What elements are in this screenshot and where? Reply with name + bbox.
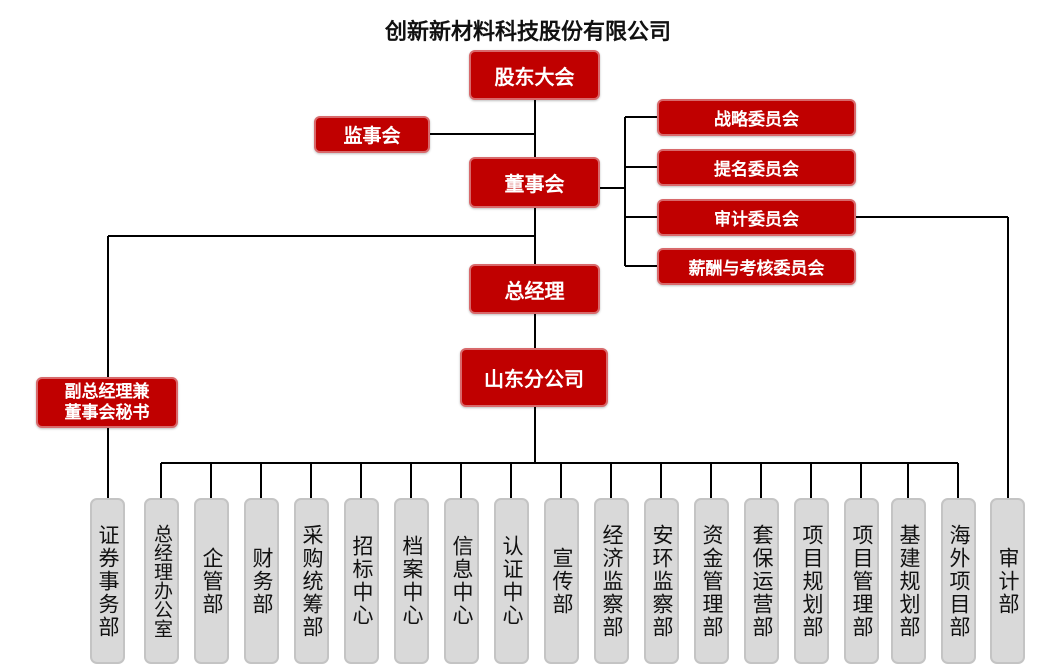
board-of-directors-box: 董事会 (469, 157, 600, 208)
chart-title: 创新新材料科技股份有限公司 (384, 20, 671, 45)
department-label: 企管部 (200, 546, 224, 616)
department-label: 招标中心 (350, 535, 374, 627)
department-label: 套保运营部 (750, 523, 774, 639)
committee-strategy: 战略委员会 (657, 99, 856, 136)
department-label: 认证中心 (500, 535, 524, 627)
committee-audit: 审计委员会 (657, 199, 856, 236)
department-label: 安环监察部 (650, 523, 674, 639)
committee-remuneration: 薪酬与考核委员会 (657, 248, 856, 285)
department-box: 档案中心 (394, 498, 429, 664)
department-box: 经济监察部 (594, 498, 629, 664)
department-box: 认证中心 (494, 498, 529, 664)
department-label: 宣传部 (550, 546, 574, 616)
department-box: 财务部 (244, 498, 279, 664)
department-box: 企管部 (194, 498, 229, 664)
committee-nomination: 提名委员会 (657, 149, 856, 186)
department-box: 信息中心 (444, 498, 479, 664)
department-label: 经济监察部 (600, 523, 624, 639)
general-manager-box: 总经理 (469, 264, 600, 314)
securities-affairs-dept: 证券事务部 (90, 498, 125, 664)
department-box: 宣传部 (544, 498, 579, 664)
department-box: 安环监察部 (644, 498, 679, 664)
vp-board-secretary-box: 副总经理兼 董事会秘书 (36, 377, 178, 428)
department-box: 海外项目部 (941, 498, 976, 664)
department-box: 项目规划部 (794, 498, 829, 664)
department-label: 资金管理部 (700, 523, 724, 639)
department-box: 招标中心 (344, 498, 379, 664)
department-box: 采购统筹部 (294, 498, 329, 664)
department-box: 套保运营部 (744, 498, 779, 664)
audit-dept: 审计部 (990, 498, 1025, 664)
department-box: 总经理办公室 (144, 498, 179, 664)
department-label: 项目管理部 (850, 523, 874, 639)
department-box: 资金管理部 (694, 498, 729, 664)
department-label: 档案中心 (400, 535, 424, 627)
department-label: 基建规划部 (897, 523, 921, 639)
department-label: 海外项目部 (947, 523, 971, 639)
department-label: 信息中心 (450, 535, 474, 627)
shareholders-meeting-box: 股东大会 (469, 50, 600, 100)
department-label: 采购统筹部 (300, 523, 324, 639)
department-label: 财务部 (250, 546, 274, 616)
supervisory-board-box: 监事会 (314, 116, 430, 153)
department-label: 总经理办公室 (151, 524, 173, 638)
department-label: 项目规划部 (800, 523, 824, 639)
department-box: 项目管理部 (844, 498, 879, 664)
department-box: 基建规划部 (891, 498, 926, 664)
shandong-branch-box: 山东分公司 (460, 348, 608, 407)
